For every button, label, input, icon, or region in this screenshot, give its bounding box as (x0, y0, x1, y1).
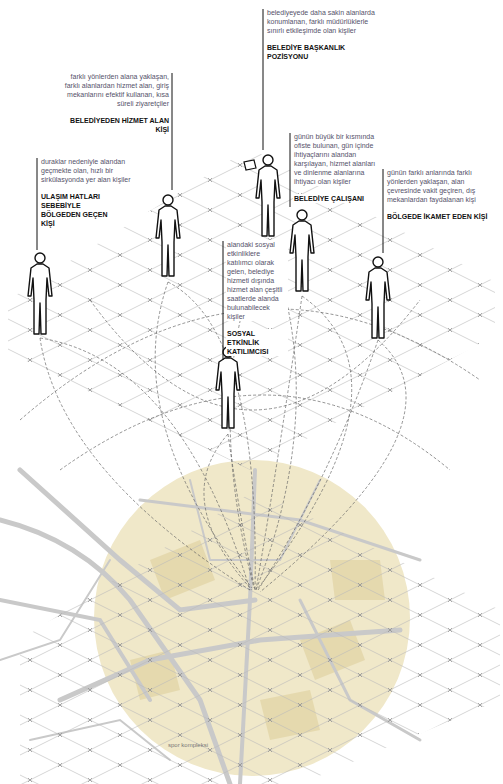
callout-heading: BELEDİYE BAŞKANLIK POZİSYONU (266, 43, 386, 61)
callout-text: günün büyük bir kısmında ofiste bulunan,… (293, 132, 379, 186)
callout-text: alandaki sosyal etkinliklere katılımcı o… (226, 240, 288, 321)
map-label: spor kompleksi (168, 742, 208, 749)
leader-line (223, 241, 224, 360)
plane-grid (0, 140, 503, 480)
callout-heading: BÖLGEDE İKAMET EDEN KİŞİ (386, 212, 496, 221)
callout-text: duraklar nedeniyle alandan geçmekte olan… (40, 157, 150, 184)
leader-line (172, 73, 173, 190)
callout-text: belediyeyede daha sakin alanlarda konuml… (266, 8, 386, 35)
callout-heading: BELEDİYEDEN HİZMET ALAN KİŞİ (56, 116, 170, 134)
movement-paths (20, 240, 480, 592)
callout-text: farklı yönlerden alana yaklaşan, farklı … (56, 72, 170, 108)
leader-line (263, 9, 264, 150)
map-grid (0, 460, 503, 784)
leader-line (383, 169, 384, 253)
person-figures (28, 155, 390, 428)
callout-heading: SOSYAL ETKİNLİK KATILIMCISI (226, 329, 288, 356)
leader-line (37, 158, 38, 250)
callout-text: günün farklı anlarında farklı yönlerden … (386, 168, 496, 204)
callout-heading: ULAŞIM HATLARI SEBEBİYLE BÖLGEDEN GEÇEN … (40, 192, 114, 228)
leader-line (290, 133, 291, 207)
callout-heading: BELEDİYE ÇALIŞANI (293, 194, 379, 203)
